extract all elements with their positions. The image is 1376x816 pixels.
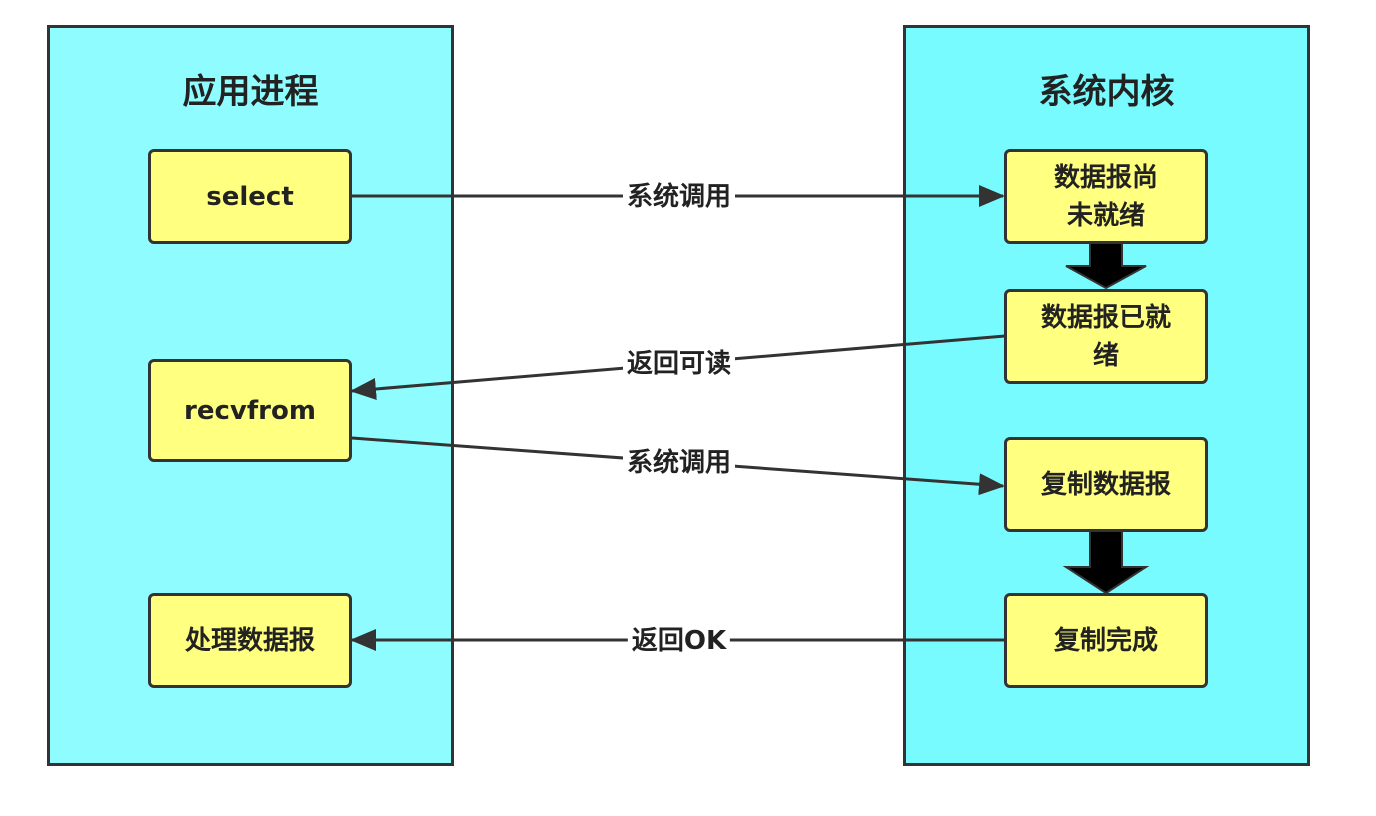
copy-datagram-node: 复制数据报 [1004, 437, 1208, 532]
process-datagram-label: 处理数据报 [184, 625, 315, 656]
process-datagram-node: 处理数据报 [148, 593, 352, 688]
return-ok-label: 返回OK [627, 625, 731, 657]
select-node: select [148, 149, 352, 244]
readable-label: 返回可读 [622, 348, 736, 380]
syscall-label-1: 系统调用 [622, 181, 736, 213]
app-process-title: 应用进程 [182, 72, 319, 112]
ready-line1: 数据报已就 [1040, 302, 1171, 333]
datagram-not-ready-node: 数据报尚 未就绪 [1004, 149, 1208, 244]
datagram-ready-node: 数据报已就 绪 [1004, 289, 1208, 384]
recvfrom-node: recvfrom [148, 359, 352, 462]
block-arrow-ready [1065, 242, 1147, 290]
block-arrow-copy-done [1062, 530, 1150, 595]
ready-line2: 绪 [1092, 340, 1119, 371]
not-ready-line1: 数据报尚 [1053, 162, 1158, 193]
select-label: select [206, 181, 294, 212]
copy-datagram-label: 复制数据报 [1040, 469, 1171, 500]
system-kernel-title: 系统内核 [1038, 72, 1175, 112]
copy-done-node: 复制完成 [1004, 593, 1208, 688]
recvfrom-label: recvfrom [184, 395, 316, 426]
copy-done-label: 复制完成 [1053, 625, 1158, 656]
not-ready-line2: 未就绪 [1066, 200, 1145, 231]
syscall-label-2: 系统调用 [622, 447, 736, 479]
